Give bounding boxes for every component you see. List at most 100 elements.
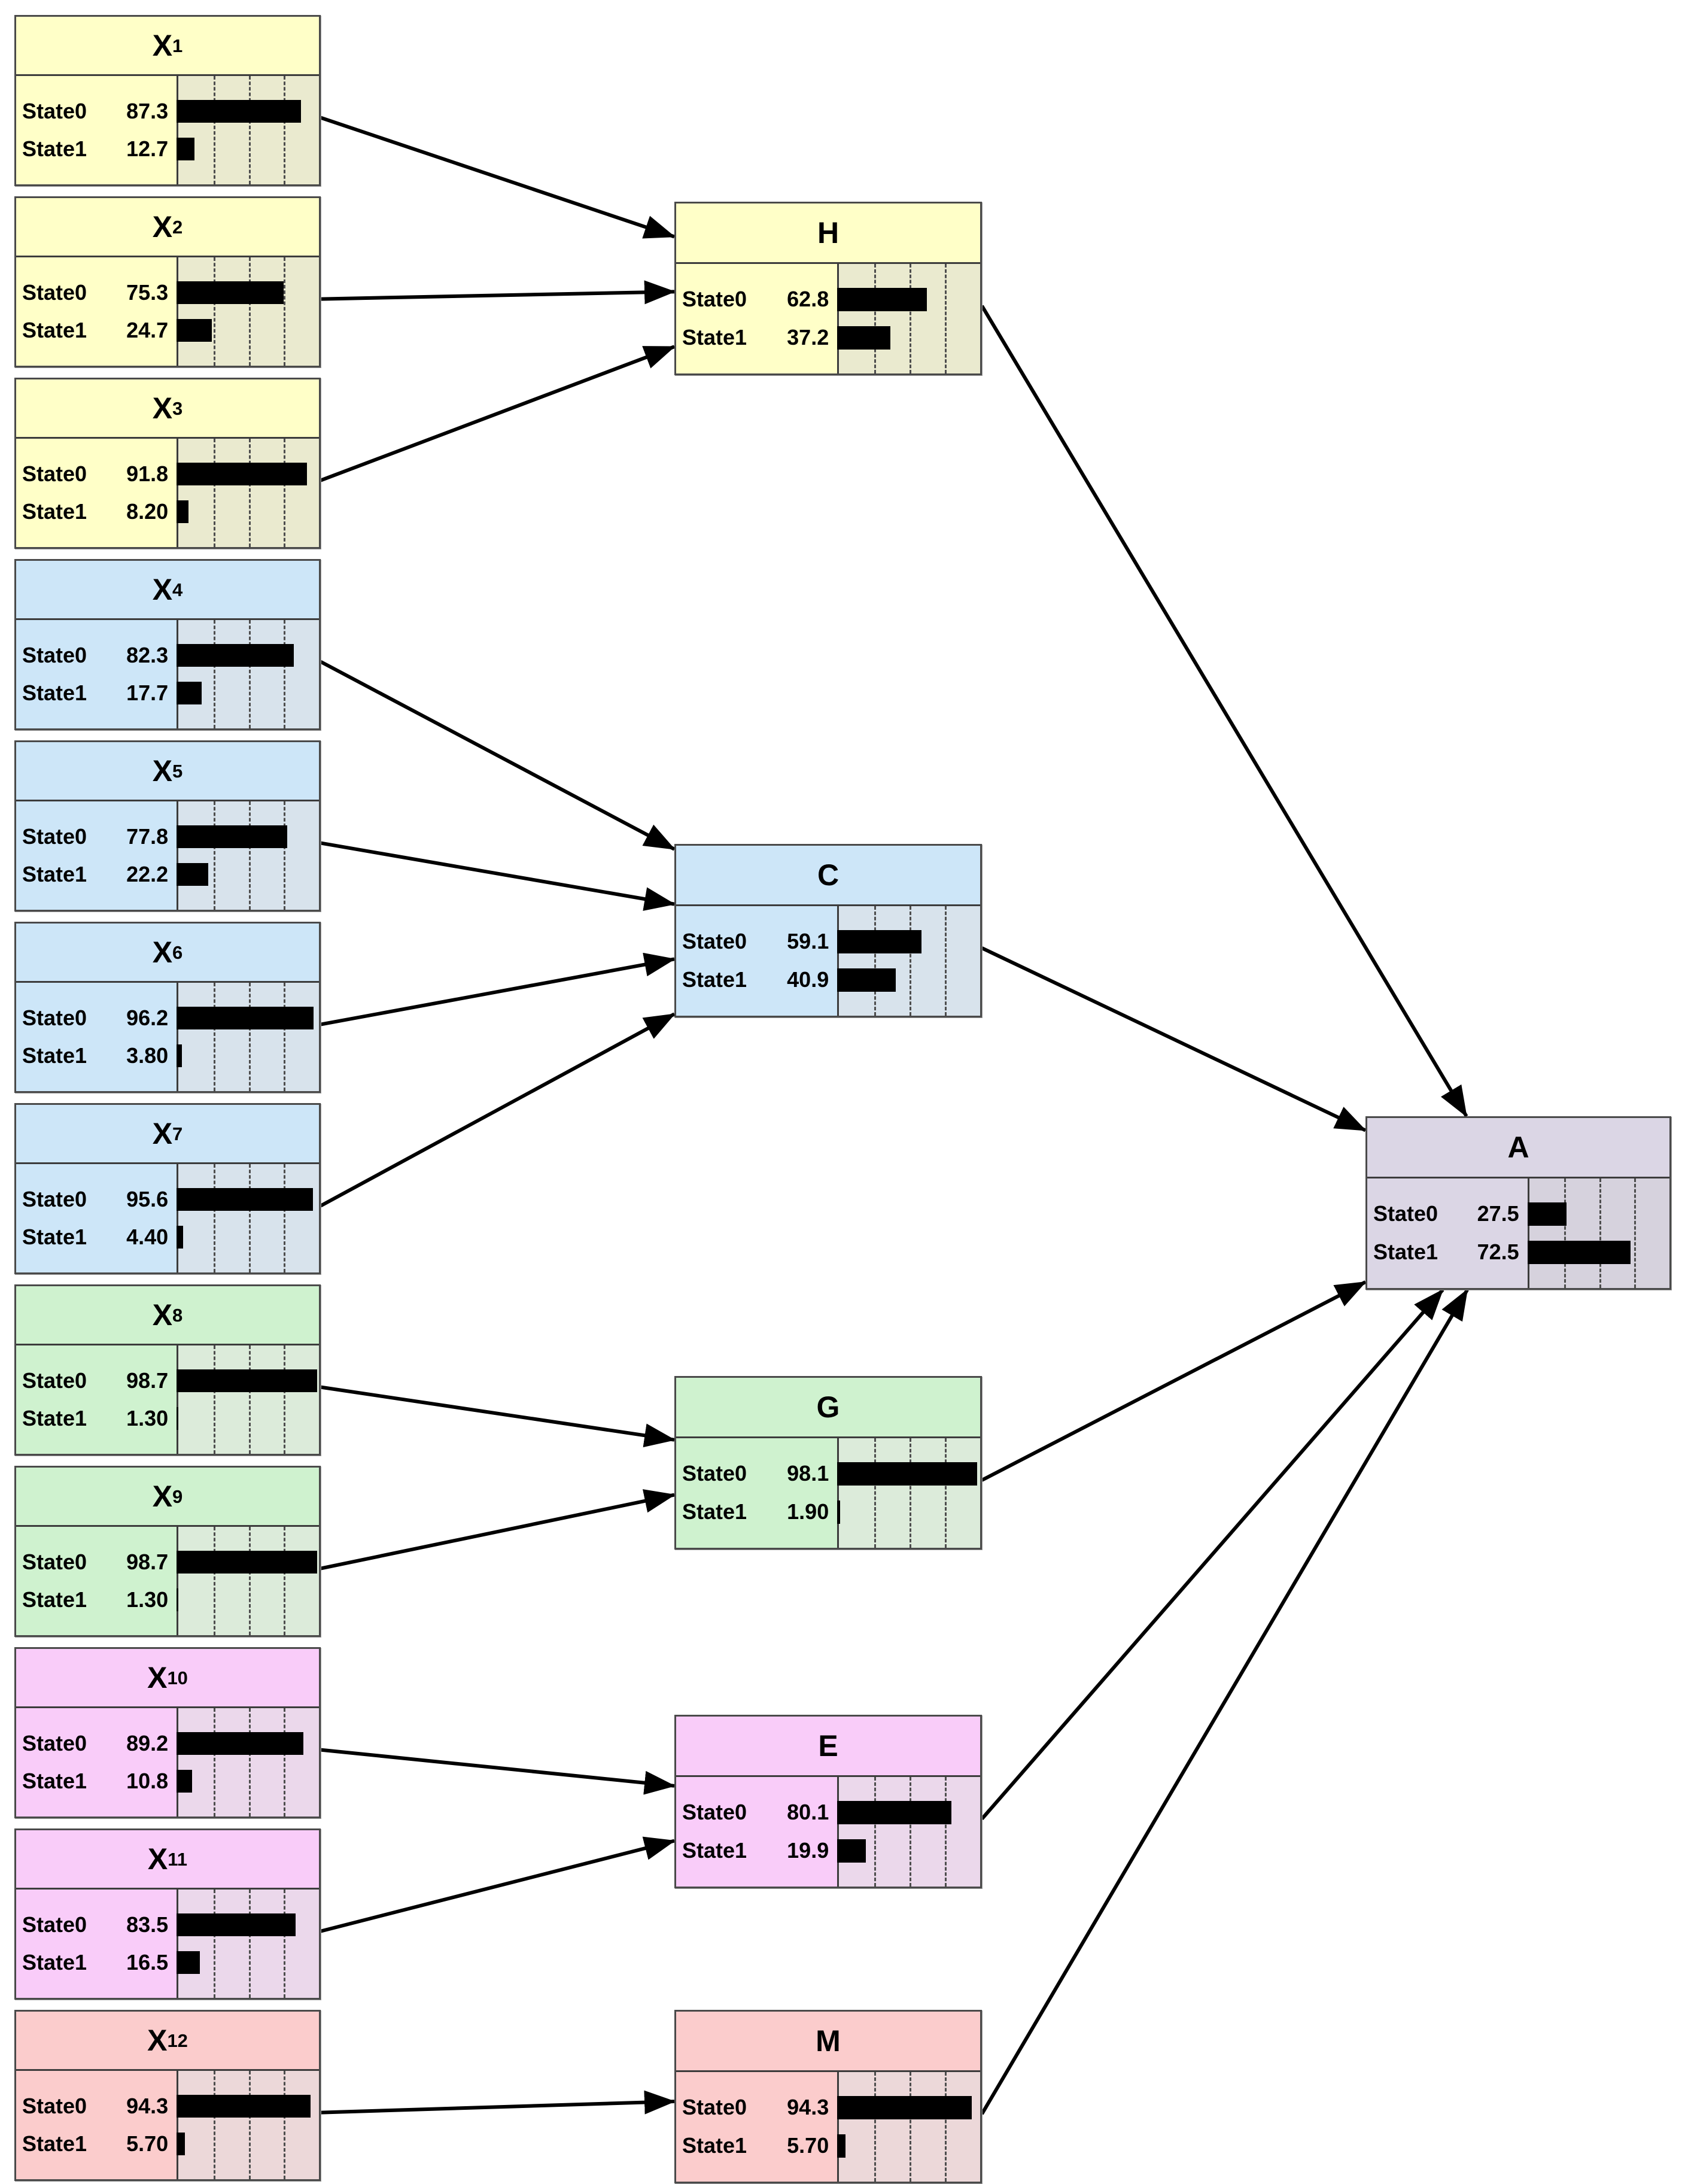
state-name: State0	[682, 287, 747, 312]
node-title-text: G	[816, 1390, 840, 1424]
node-title-subscript: 8	[172, 1304, 183, 1326]
state-name: State0	[682, 2095, 747, 2120]
bar-gridline-75	[284, 1890, 286, 1998]
probability-bar	[1527, 1241, 1631, 1264]
bar-gridline-75	[284, 257, 286, 366]
node-body: State0 98.7 State1 1.30	[16, 1527, 319, 1635]
bar-gridline-25	[213, 983, 215, 1091]
bar-track-1	[1527, 1241, 1669, 1264]
node-A[interactable]: A State0 27.5 State1 72.5	[1365, 1116, 1671, 1290]
edge-G-A	[981, 1280, 1367, 1482]
bar-gridline-75	[945, 263, 947, 373]
state-probability-value: 27.5	[1477, 1201, 1519, 1226]
bar-track-0	[177, 1551, 319, 1574]
probability-bar	[177, 644, 294, 667]
node-body: State0 75.3 State1 24.7	[16, 257, 319, 366]
bar-gridline-25	[213, 439, 215, 547]
state-row-0: State0 95.6	[16, 1188, 319, 1211]
state-row-1: State1 5.70	[676, 2134, 980, 2158]
probability-bar	[177, 281, 284, 305]
probability-bar	[177, 2133, 185, 2156]
bar-track-0	[177, 1188, 319, 1211]
probability-bar-area	[177, 983, 319, 1091]
state-row-0: State0 94.3	[16, 2095, 319, 2118]
state-label-0: State0 94.3	[676, 2096, 837, 2119]
probability-bar	[177, 500, 188, 524]
state-probability-value: 1.30	[126, 1406, 169, 1431]
probability-bar	[177, 1913, 296, 1937]
probability-bar	[837, 930, 922, 953]
state-name: State1	[22, 2131, 87, 2156]
probability-bar	[177, 1407, 179, 1430]
probability-bar-area	[177, 257, 319, 366]
state-probability-value: 4.40	[126, 1225, 169, 1250]
state-row-1: State1 37.2	[676, 326, 980, 350]
probability-bar	[837, 968, 896, 992]
bar-gridline-75	[945, 906, 947, 1016]
node-C[interactable]: C State0 59.1 State1 40.9	[674, 844, 982, 1017]
bar-track-0	[177, 1369, 319, 1393]
state-name: State1	[22, 862, 87, 887]
state-label-0: State0 98.7	[16, 1551, 177, 1574]
state-label-0: State0 98.1	[676, 1462, 837, 1485]
bar-gridline-25	[1564, 1178, 1567, 1288]
node-title-subscript: 3	[172, 397, 183, 419]
node-title-subscript: 11	[168, 1848, 188, 1870]
bar-gridline-75	[945, 1776, 947, 1887]
state-row-1: State1 40.9	[676, 968, 980, 992]
node-G[interactable]: G State0 98.1 State1 1.90	[674, 1376, 982, 1550]
node-H[interactable]: H State0 62.8 State1 37.2	[674, 202, 982, 375]
state-probability-value: 91.8	[126, 461, 169, 487]
state-probability-value: 22.2	[126, 862, 169, 887]
probability-bar-area	[1527, 1178, 1669, 1288]
state-label-1: State1 4.40	[16, 1226, 177, 1249]
state-label-1: State1 1.90	[676, 1500, 837, 1523]
probability-bar	[837, 1500, 840, 1524]
probability-bar-area	[177, 1164, 319, 1272]
state-probability-value: 96.2	[126, 1006, 169, 1031]
node-body: State0 87.3 State1 12.7	[16, 76, 319, 184]
state-row-1: State1 17.7	[16, 681, 319, 706]
state-probability-value: 72.5	[1477, 1240, 1519, 1265]
state-label-0: State0 80.1	[676, 1801, 837, 1824]
node-E[interactable]: E State0 80.1 State1 19.9	[674, 1715, 982, 1888]
state-name: State1	[1373, 1240, 1438, 1265]
probability-bar-area	[837, 2071, 980, 2182]
state-row-0: State0 82.3	[16, 644, 319, 667]
bar-track-0	[177, 281, 319, 305]
bar-track-1	[177, 138, 319, 161]
edge-X5-C	[320, 841, 676, 911]
bar-track-1	[837, 968, 980, 992]
node-body: State0 62.8 State1 37.2	[676, 263, 980, 373]
node-M[interactable]: M State0 94.3 State1 5.70	[674, 2010, 982, 2183]
state-row-1: State1 22.2	[16, 863, 319, 886]
state-probability-value: 19.9	[787, 1838, 829, 1863]
bar-gridline-50	[248, 1708, 251, 1817]
state-name: State0	[22, 99, 87, 124]
state-probability-value: 77.8	[126, 824, 169, 849]
edge-X1-H	[320, 116, 676, 239]
probability-bar	[177, 100, 301, 123]
state-probability-value: 17.7	[126, 681, 169, 706]
probability-bar-area	[837, 1776, 980, 1887]
probability-bar	[177, 1732, 304, 1755]
node-title-subscript: 6	[172, 941, 183, 963]
state-probability-value: 5.70	[126, 2131, 169, 2156]
probability-bar	[177, 463, 308, 486]
bar-gridline-75	[284, 2071, 286, 2179]
